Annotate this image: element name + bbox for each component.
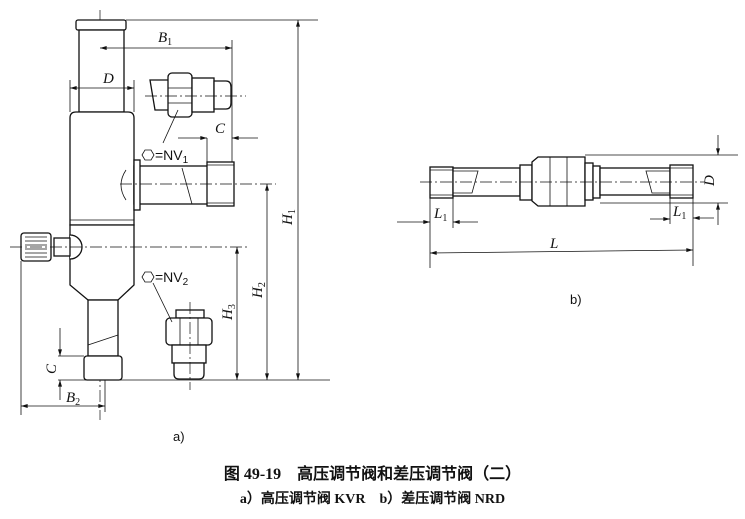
dim-c-bottom-label: C (44, 363, 60, 374)
hexagon-icon (141, 271, 155, 283)
dim-d-label: D (102, 71, 114, 87)
kvr-valve-drawing: B1 D C =NV1 =NV2 H1 H2 H3 C B2 a) (10, 10, 330, 444)
nv2-fitting (152, 282, 213, 390)
dim-h3-label: H3 (220, 304, 238, 321)
svg-text:=NV2: =NV2 (155, 269, 189, 288)
dim-d-label-b: D (702, 175, 718, 187)
dim-l1-left-label: L1 (433, 206, 447, 224)
nv1-label: =NV1 (141, 147, 189, 166)
dim-l1-right-label: L1 (672, 204, 686, 222)
dim-b1-label: B1 (158, 30, 172, 48)
hexagon-icon (141, 149, 155, 161)
dim-l-label: L (549, 236, 558, 252)
dim-h1-label: H1 (280, 209, 298, 226)
part-a-label: a) (173, 429, 185, 444)
dim-h2-label: H2 (250, 282, 268, 299)
svg-text:=NV1: =NV1 (155, 147, 189, 166)
dim-c-top-label: C (215, 121, 226, 137)
nv1-fitting (145, 72, 246, 144)
figure-caption-title: 图 49-19 高压调节阀和差压调节阀（二） (223, 466, 522, 483)
nv2-label: =NV2 (141, 269, 189, 288)
dim-b2-label: B2 (66, 390, 80, 408)
nrd-valve-drawing: L1 L1 L D b) (397, 135, 738, 307)
part-b-label: b) (570, 292, 582, 307)
figure-caption-subtitle: a）高压调节阀 KVR b）差压调节阀 NRD (239, 492, 506, 507)
